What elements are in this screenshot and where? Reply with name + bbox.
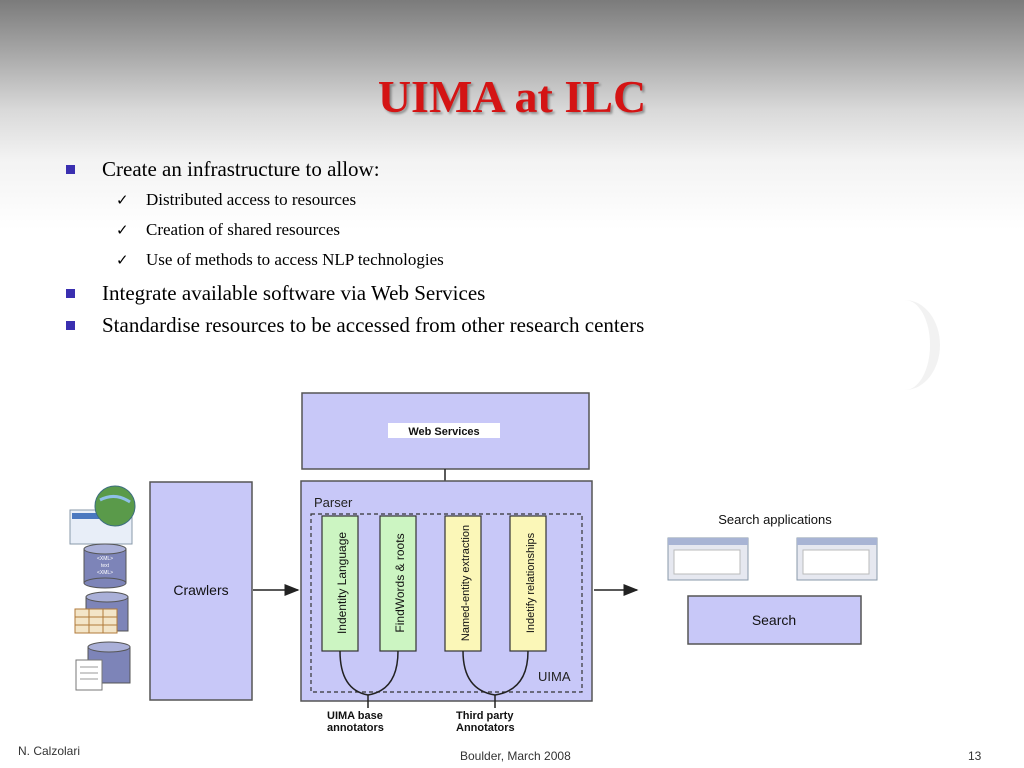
annotator-findwords: FindWords & roots [379, 515, 417, 652]
search-label: Search [752, 612, 796, 628]
search-applications-label: Search applications [718, 512, 832, 527]
annotator-label: Indetify relationships [525, 532, 537, 633]
application-window-icon [667, 537, 749, 581]
crawlers-label: Crawlers [173, 582, 228, 598]
third-party-label-line1: Third party [456, 710, 514, 722]
checkmark-icon: ✓ [116, 191, 129, 209]
annotator-relationships: Indetify relationships [509, 515, 547, 652]
svg-text:text: text [101, 563, 110, 569]
square-bullet-icon [66, 289, 75, 298]
checkmark-icon: ✓ [116, 221, 129, 239]
svg-text:<XML>: <XML> [97, 556, 113, 562]
xml-database-icon: <XML> text <XML> [83, 543, 127, 589]
square-bullet-icon [66, 165, 75, 174]
bullet-list: Create an infrastructure to allow: ✓ Dis… [64, 155, 644, 343]
bullet-item: Integrate available software via Web Ser… [64, 279, 644, 307]
annotator-named-entity: Named-entity extraction [444, 515, 482, 652]
bullet-item: Create an infrastructure to allow: ✓ Dis… [64, 155, 644, 271]
web-services-box: Web Services [301, 392, 590, 470]
square-bullet-icon [66, 321, 75, 330]
uima-label: UIMA [538, 669, 571, 684]
third-party-label-line2: Annotators [456, 722, 515, 734]
base-annotators-label-line2: annotators [327, 722, 384, 734]
slide-title: UIMA at ILC [377, 71, 647, 122]
decorative-swoosh [870, 300, 940, 390]
bullet-text: Create an infrastructure to allow: [102, 157, 380, 181]
sub-bullet-text: Creation of shared resources [146, 220, 341, 239]
bullet-text: Standardise resources to be accessed fro… [102, 313, 645, 337]
parser-label: Parser [314, 495, 353, 510]
svg-text:<XML>: <XML> [97, 570, 113, 576]
footer-author: N. Calzolari [18, 744, 81, 758]
sub-bullet-item: ✓ Use of methods to access NLP technolog… [102, 249, 644, 271]
base-annotators-label-line1: UIMA base [327, 710, 383, 722]
web-globe-icon [69, 485, 136, 545]
footer-event: Boulder, March 2008 [460, 749, 571, 763]
annotator-label: Named-entity extraction [460, 525, 472, 641]
document-database-icon [75, 641, 131, 691]
bullet-text: Integrate available software via Web Ser… [102, 281, 486, 305]
crawlers-box: Crawlers [149, 481, 253, 701]
annotator-label: Indentity Language [335, 532, 349, 634]
checkmark-icon: ✓ [116, 251, 129, 269]
table-database-icon [74, 591, 129, 634]
search-box: Search [687, 595, 862, 645]
annotator-label: FindWords & roots [393, 533, 407, 632]
annotator-group-frame [310, 513, 583, 693]
sub-bullet-list: ✓ Distributed access to resources ✓ Crea… [102, 189, 644, 271]
footer-page-number: 13 [968, 749, 982, 763]
sub-bullet-text: Use of methods to access NLP technologie… [146, 250, 444, 269]
sub-bullet-item: ✓ Distributed access to resources [102, 189, 644, 211]
annotator-identity-language: Indentity Language [321, 515, 359, 652]
bullet-item: Standardise resources to be accessed fro… [64, 311, 644, 339]
brace-base-annotators [339, 650, 399, 696]
application-window-icon [796, 537, 878, 581]
sub-bullet-text: Distributed access to resources [146, 190, 357, 209]
sub-bullet-item: ✓ Creation of shared resources [102, 219, 644, 241]
web-services-label: Web Services [408, 426, 479, 438]
